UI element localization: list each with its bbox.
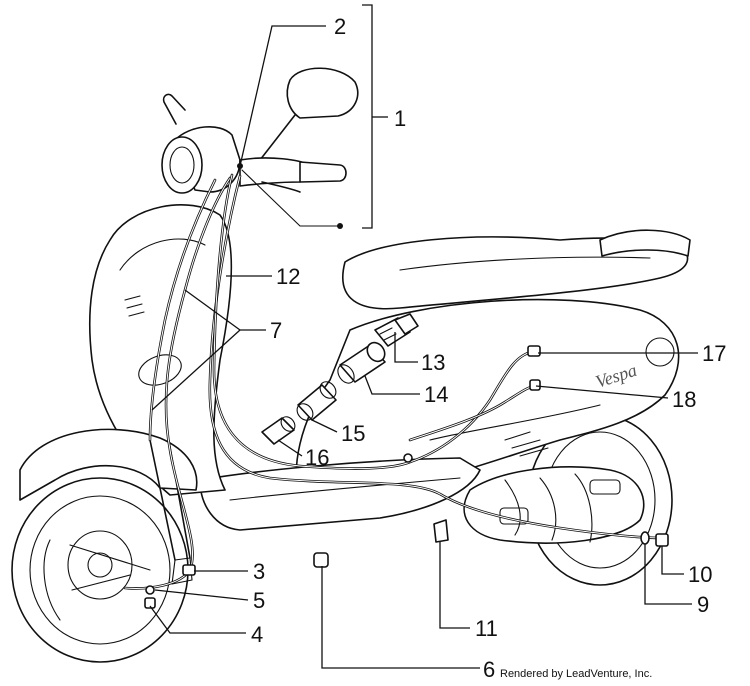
part-number-labels: 1 2 3 4 5 6 7 9 10 11 12 13 14 15 16 17 … xyxy=(251,14,726,682)
label-part-17: 17 xyxy=(702,341,726,366)
front-wheel xyxy=(11,477,189,663)
label-part-14: 14 xyxy=(424,382,448,407)
label-part-10: 10 xyxy=(688,562,712,587)
part-10-nut xyxy=(655,533,669,547)
part-11-clip xyxy=(433,519,449,543)
part-13-adjuster xyxy=(374,313,419,347)
cable-ends xyxy=(403,345,541,463)
front-brake-fittings xyxy=(144,564,196,609)
headset xyxy=(161,93,241,194)
rear-body: Vespa xyxy=(295,298,680,501)
scooter-drawing: Vespa xyxy=(11,67,691,663)
mirror xyxy=(259,67,359,161)
part-6-grommet xyxy=(313,552,329,568)
front-fender xyxy=(19,428,198,501)
floorboard xyxy=(199,457,481,531)
label-part-11: 11 xyxy=(475,616,498,641)
label-part-5: 5 xyxy=(253,588,265,613)
label-part-7: 7 xyxy=(270,318,282,343)
part-9-washer xyxy=(640,531,650,545)
seat xyxy=(342,229,691,310)
part-15-spring xyxy=(296,381,337,421)
label-part-6: 6 xyxy=(483,657,495,682)
label-part-15: 15 xyxy=(341,421,365,446)
engine-block xyxy=(463,466,645,544)
label-part-18: 18 xyxy=(672,387,696,412)
label-part-13: 13 xyxy=(421,350,445,375)
credit-text: Rendered by LeadVenture, Inc. xyxy=(500,668,652,680)
label-part-9: 9 xyxy=(697,592,709,617)
label-part-1: 1 xyxy=(394,106,406,131)
exploded-parts xyxy=(144,313,669,609)
label-part-2: 2 xyxy=(334,14,346,39)
handlebar xyxy=(239,157,347,193)
label-part-3: 3 xyxy=(253,559,265,584)
part-16-nipple xyxy=(261,416,296,445)
leader-lines xyxy=(149,4,698,669)
label-part-4: 4 xyxy=(251,622,263,647)
label-part-12: 12 xyxy=(276,264,300,289)
part-14-sleeve xyxy=(337,341,386,384)
label-part-16: 16 xyxy=(305,445,329,470)
